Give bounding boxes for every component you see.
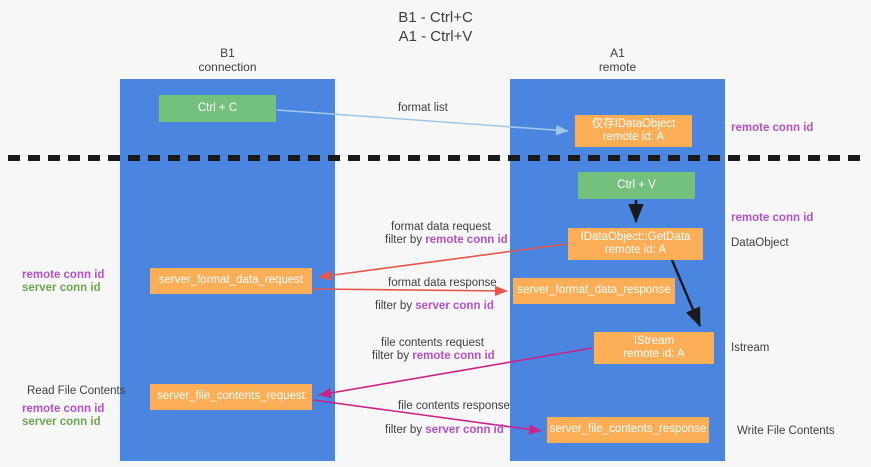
node-data-object-line2: remote id: A xyxy=(602,131,665,143)
lane-header-b1: B1 connection xyxy=(120,46,335,74)
edge-label-format-data-request: format data request xyxy=(391,221,491,233)
server-conn-id-text: server conn id xyxy=(415,300,494,312)
title-line-2: A1 - Ctrl+V xyxy=(398,28,473,45)
edge-label-file-contents-request-filter: filter by remote conn id xyxy=(372,349,495,363)
lane-header-b1-line1: B1 xyxy=(220,46,235,60)
filter-by-text: filter by xyxy=(375,300,416,312)
lane-header-a1-line1: A1 xyxy=(610,46,625,60)
node-server-file-contents-request-label: server_file_contents_request xyxy=(157,390,305,403)
annotation-left-remote-conn-id-mid: remote conn id xyxy=(22,269,105,281)
node-istream-line1: IStream xyxy=(633,334,675,347)
node-ctrl-v[interactable]: Ctrl + V xyxy=(578,172,695,199)
annotation-remote-conn-id-top: remote conn id xyxy=(731,122,814,134)
node-ctrl-c-label: Ctrl + C xyxy=(197,101,238,114)
annotation-left-server-conn-id-bottom: server conn id xyxy=(22,416,101,428)
node-server-file-contents-response-label: server_file_contents_response xyxy=(549,423,707,436)
annotation-left-remote-conn-id-bottom: remote conn id xyxy=(22,403,105,415)
edge-label-format-data-response-filter: filter by server conn id xyxy=(375,299,494,313)
annotation-left-server-conn-id-mid: server conn id xyxy=(22,282,101,294)
annotation-data-object: DataObject xyxy=(731,237,789,249)
node-server-file-contents-response[interactable]: server_file_contents_response xyxy=(547,417,709,443)
lane-header-a1-line2: remote xyxy=(598,60,637,74)
node-istream[interactable]: IStream remote id: A xyxy=(594,332,714,364)
title-line-1: B1 - Ctrl+C xyxy=(398,9,473,26)
filter-by-text: filter by xyxy=(385,234,426,246)
node-getdata-line2: remote id: A xyxy=(604,244,667,256)
annotation-remote-conn-id-mid: remote conn id xyxy=(731,212,814,224)
annotation-write-file-contents: Write File Contents xyxy=(737,425,835,437)
annotation-istream: Istream xyxy=(731,342,770,354)
remote-conn-id-text: remote conn id xyxy=(425,234,508,246)
node-server-format-data-request[interactable]: server_format_data_request xyxy=(150,268,312,294)
node-istream-line2: remote id: A xyxy=(623,348,685,360)
node-ctrl-v-label: Ctrl + V xyxy=(617,178,656,191)
lane-header-b1-line2: connection xyxy=(198,60,257,74)
server-conn-id-text: server conn id xyxy=(425,424,504,436)
edge-label-format-data-request-filter: filter by remote conn id xyxy=(385,233,508,247)
node-idataobject-getdata[interactable]: IDataObject::GetData remote id: A xyxy=(568,228,703,260)
node-server-format-data-response-label: server_format_data_response xyxy=(517,284,671,297)
lane-header-a1: A1 remote xyxy=(510,46,725,74)
node-getdata-line1: IDataObject::GetData xyxy=(580,230,691,243)
node-data-object[interactable]: 仅存IDataObject remote id: A xyxy=(575,115,692,147)
page-title: B1 - Ctrl+C A1 - Ctrl+V xyxy=(0,8,871,46)
filter-by-text: filter by xyxy=(385,424,426,436)
remote-conn-id-text: remote conn id xyxy=(412,350,495,362)
edge-label-format-data-response: format data response xyxy=(388,277,497,289)
node-server-format-data-request-label: server_format_data_request xyxy=(158,274,304,287)
node-data-object-line1: 仅存IDataObject xyxy=(591,117,676,130)
phase-divider xyxy=(8,155,863,161)
node-server-format-data-response[interactable]: server_format_data_response xyxy=(513,278,675,304)
annotation-read-file-contents: Read File Contents xyxy=(27,385,126,397)
filter-by-text: filter by xyxy=(372,350,413,362)
node-server-file-contents-request[interactable]: server_file_contents_request xyxy=(150,384,312,410)
edge-label-file-contents-request: file contents request xyxy=(381,337,484,349)
edge-label-file-contents-response-filter: filter by server conn id xyxy=(385,423,504,437)
edge-label-file-contents-response: file contents response xyxy=(398,400,510,412)
node-ctrl-c[interactable]: Ctrl + C xyxy=(159,95,276,122)
edge-label-format-list: format list xyxy=(398,102,448,114)
